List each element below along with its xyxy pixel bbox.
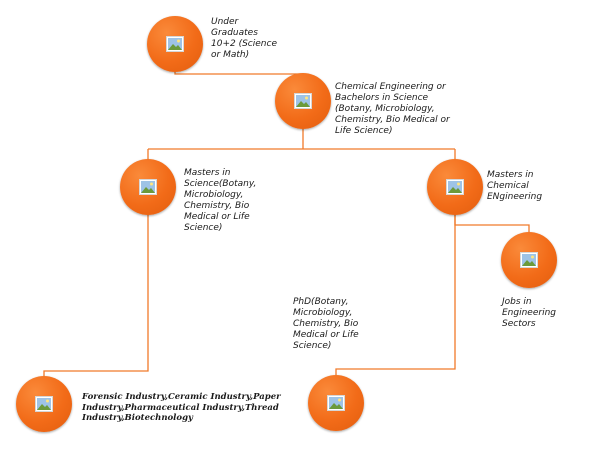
node-industries	[16, 376, 72, 432]
label-undergraduates: Under Graduates 10+2 (Science or Math)	[211, 17, 277, 60]
picture-icon	[446, 179, 464, 195]
node-bachelors	[275, 73, 331, 129]
label-phd: PhD(Botany, Microbiology, Chemistry, Bio…	[293, 297, 359, 351]
label-masters-chemical: Masters in Chemical ENgineering	[487, 170, 543, 202]
node-masters-science	[120, 159, 176, 215]
label-masters-science: Masters in Science(Botany, Microbiology,…	[184, 168, 257, 233]
picture-icon	[520, 252, 538, 268]
picture-icon	[139, 179, 157, 195]
node-jobs-engineering	[501, 232, 557, 288]
connector-chemical-to-jobs	[454, 214, 530, 232]
picture-icon	[294, 93, 312, 109]
label-bachelors: Chemical Engineering or Bachelors in Sci…	[335, 82, 450, 136]
picture-icon	[35, 396, 53, 412]
picture-icon	[327, 395, 345, 411]
connector-chemical-to-phd	[335, 214, 456, 375]
node-phd	[308, 375, 364, 431]
label-industries: Forensic Industry,Ceramic Industry,Paper…	[82, 392, 281, 423]
node-undergraduates	[147, 16, 203, 72]
connector-science-to-industries	[43, 214, 149, 376]
node-masters-chemical	[427, 159, 483, 215]
label-jobs-engineering: Jobs in Engineering Sectors	[502, 297, 556, 329]
picture-icon	[166, 36, 184, 52]
